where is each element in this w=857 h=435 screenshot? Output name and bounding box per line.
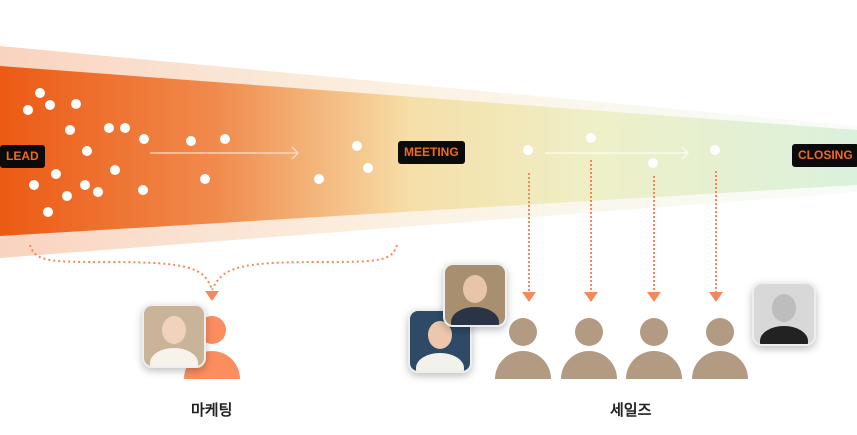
lead-dots [23,88,720,217]
stage-lead: LEAD [0,145,45,168]
sales-arrows [528,160,717,292]
stage-closing: CLOSING [792,144,857,167]
group-label-sales: 세일즈 [610,402,652,419]
stage-meeting: MEETING [398,141,465,164]
group-label-marketing: 마케팅 [191,402,233,419]
arrow-down-icon [205,291,219,301]
arrow-right-icon [150,146,300,160]
marketing-connector [29,244,398,291]
arrow-down-icons [522,292,723,302]
photo-avatar-sales-3 [752,282,816,346]
photo-avatar-sales-2 [443,263,507,327]
person-icons-sales [495,318,748,379]
arrow-right-icon [545,146,690,160]
photo-avatar-marketing [142,304,206,368]
